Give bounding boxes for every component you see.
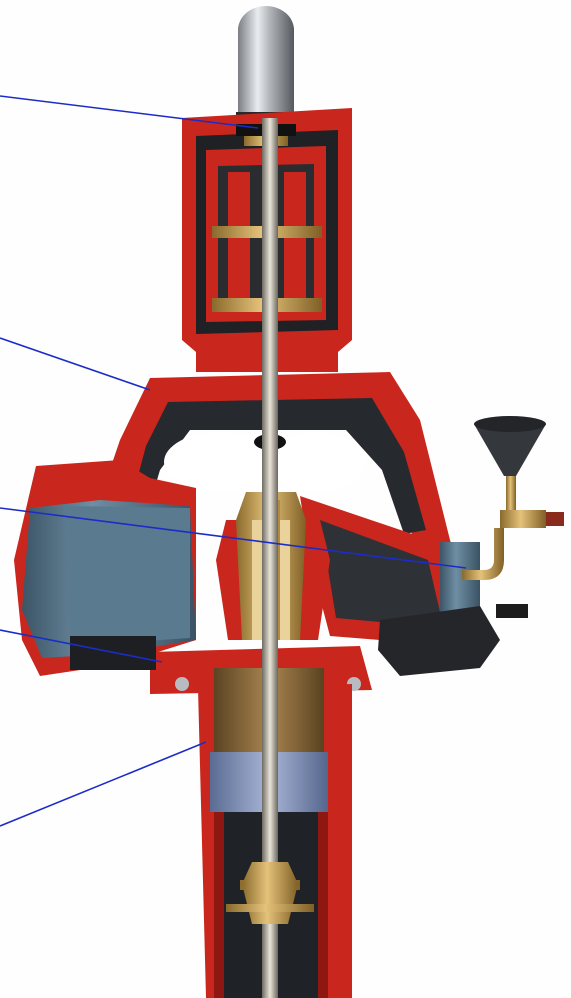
oil-funnel bbox=[462, 416, 564, 580]
callout-1-leader bbox=[0, 95, 259, 129]
top-dome bbox=[236, 6, 296, 122]
pump-casing bbox=[14, 460, 528, 694]
callout-4-leader bbox=[0, 629, 163, 663]
shaft-coupling bbox=[226, 862, 314, 924]
callout-3-leader bbox=[0, 507, 467, 569]
drive-shaft bbox=[262, 118, 278, 998]
callout-leaders bbox=[0, 95, 467, 827]
callout-2-leader bbox=[0, 337, 151, 391]
callout-5-leader bbox=[0, 741, 207, 827]
